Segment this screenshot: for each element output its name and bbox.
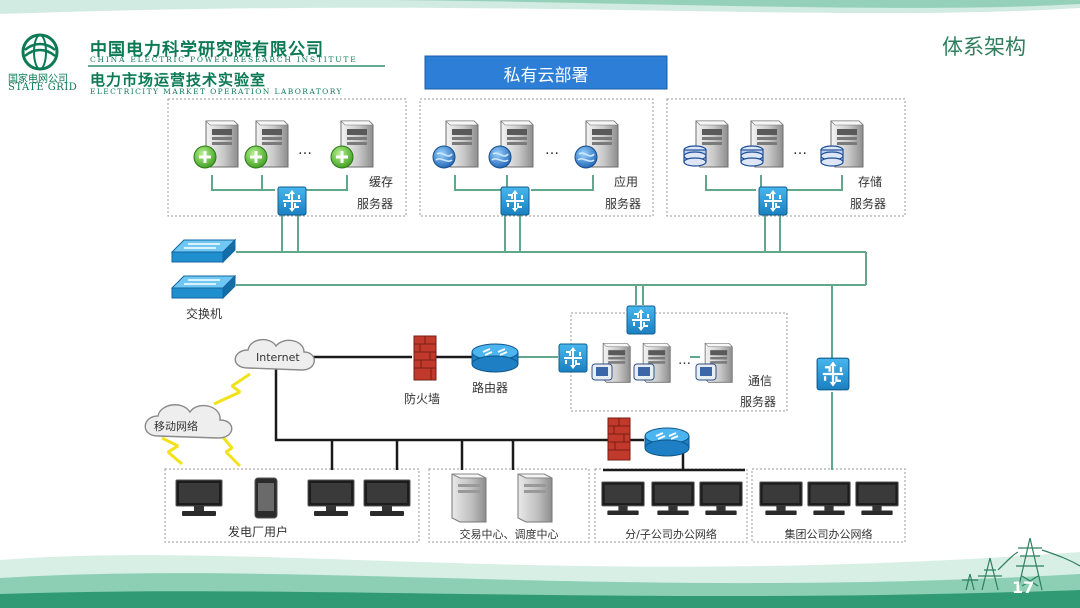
storage-cluster-label: 服务器 [850, 197, 887, 211]
firewall-icon [413, 335, 437, 381]
banner-box [424, 55, 668, 90]
lab-name-cn: 电力市场运营技术实验室 [90, 71, 267, 89]
trading-server-tower-icon [451, 473, 553, 523]
storage-cluster-label: 存储 [858, 175, 883, 189]
org-name-en: CHINA ELECTRIC POWER RESEARCH INSTITUTE [90, 55, 358, 64]
core-switch-icon [170, 238, 237, 300]
internet-label: Internet [256, 351, 300, 364]
bottom-wave-decoration [0, 552, 1080, 608]
cache-server-icon [193, 120, 374, 169]
trading-center-label: 交易中心、调度中心 [459, 528, 559, 541]
firewall-icon [607, 417, 631, 461]
group-switch-icon [816, 357, 850, 391]
org-name-cn: 中国电力科学研究院有限公司 [90, 40, 324, 60]
router-icon [644, 427, 690, 457]
plant-pc-icon [175, 479, 411, 517]
ellipsis-label: … [793, 142, 807, 158]
group-office-label: 集团公司办公网络 [784, 528, 873, 541]
group-office-pc-icon [759, 481, 899, 516]
internet-cloud-icon [234, 339, 315, 371]
state-grid-logo [21, 33, 59, 71]
app-server-icon [432, 120, 619, 169]
app-switch-icon [500, 186, 530, 216]
ellipsis-label: … [678, 353, 691, 368]
plant-user-label: 发电厂用户 [228, 525, 289, 539]
lab-name-en: ELECTRICITY MARKET OPERATION LABORATORY [90, 87, 343, 96]
comm-switch-icon [626, 305, 656, 335]
cache-cluster-label: 服务器 [357, 197, 394, 211]
mobile-network-cloud-icon [144, 404, 233, 439]
branch-office-pc-icon [601, 481, 743, 516]
switch-label: 交换机 [186, 307, 223, 321]
comm-cluster-label: 服务器 [740, 395, 777, 409]
comm-server-icon [591, 342, 733, 383]
top-wave-decoration [0, 0, 1080, 14]
internet-links [274, 355, 745, 472]
ellipsis-label: … [545, 142, 559, 158]
firewall-label: 防火墙 [404, 392, 441, 406]
logo-en-label: STATE GRID [8, 82, 78, 93]
ellipsis-label: … [298, 142, 312, 158]
storage-switch-icon [758, 186, 788, 216]
mobile-network-label: 移动网络 [154, 420, 198, 433]
logo-cn-label: 国家电网公司 [8, 74, 68, 85]
cache-switch-icon [277, 186, 307, 216]
banner-title: 私有云部署 [503, 66, 589, 86]
comm-cluster-label: 通信 [748, 374, 773, 388]
power-tower-icon [962, 537, 1080, 591]
page-number: 17 [1012, 578, 1035, 597]
cache-cluster-label: 缓存 [369, 175, 394, 189]
mobile-phone-icon [254, 477, 278, 519]
section-title: 体系架构 [942, 35, 1026, 59]
storage-server-icon [683, 120, 864, 168]
router-label: 路由器 [472, 381, 509, 395]
branch-office-label: 分/子公司办公网络 [625, 528, 717, 541]
router-icon [471, 343, 519, 373]
comm-left-switch-icon [558, 343, 588, 373]
app-cluster-label: 服务器 [605, 197, 642, 211]
wireless-links [161, 372, 251, 468]
app-cluster-label: 应用 [614, 175, 639, 189]
